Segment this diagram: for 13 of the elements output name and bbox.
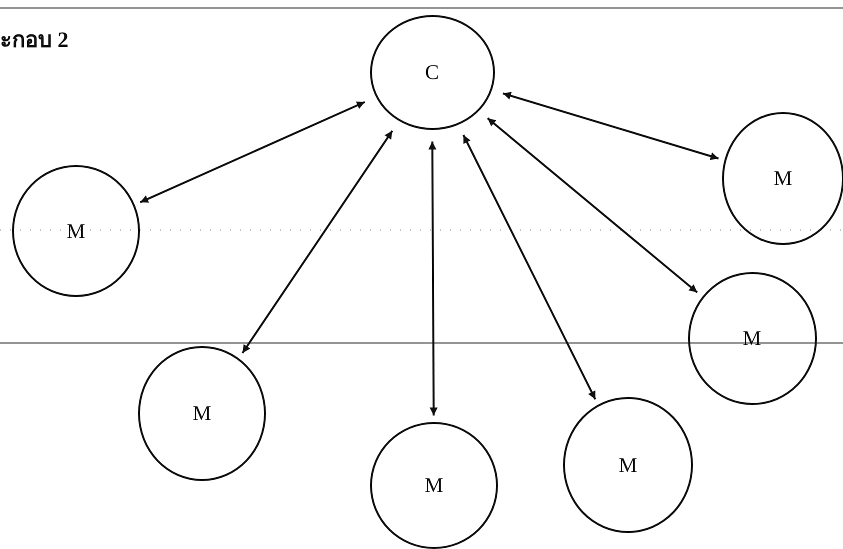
- circle-node: M: [722, 112, 843, 244]
- double-arrow: [242, 130, 394, 354]
- circle-node: M: [138, 346, 266, 480]
- heading-text: ะกอบ 2: [0, 26, 68, 54]
- circle-node: M: [370, 422, 498, 548]
- circle-node: M: [563, 397, 693, 533]
- circle-node: C: [370, 14, 494, 130]
- double-arrow: [486, 117, 698, 294]
- double-arrow: [502, 92, 719, 160]
- double-arrow: [140, 101, 366, 204]
- double-arrow: [428, 142, 438, 416]
- double-arrow: [462, 134, 596, 400]
- circle-node: M: [12, 165, 140, 297]
